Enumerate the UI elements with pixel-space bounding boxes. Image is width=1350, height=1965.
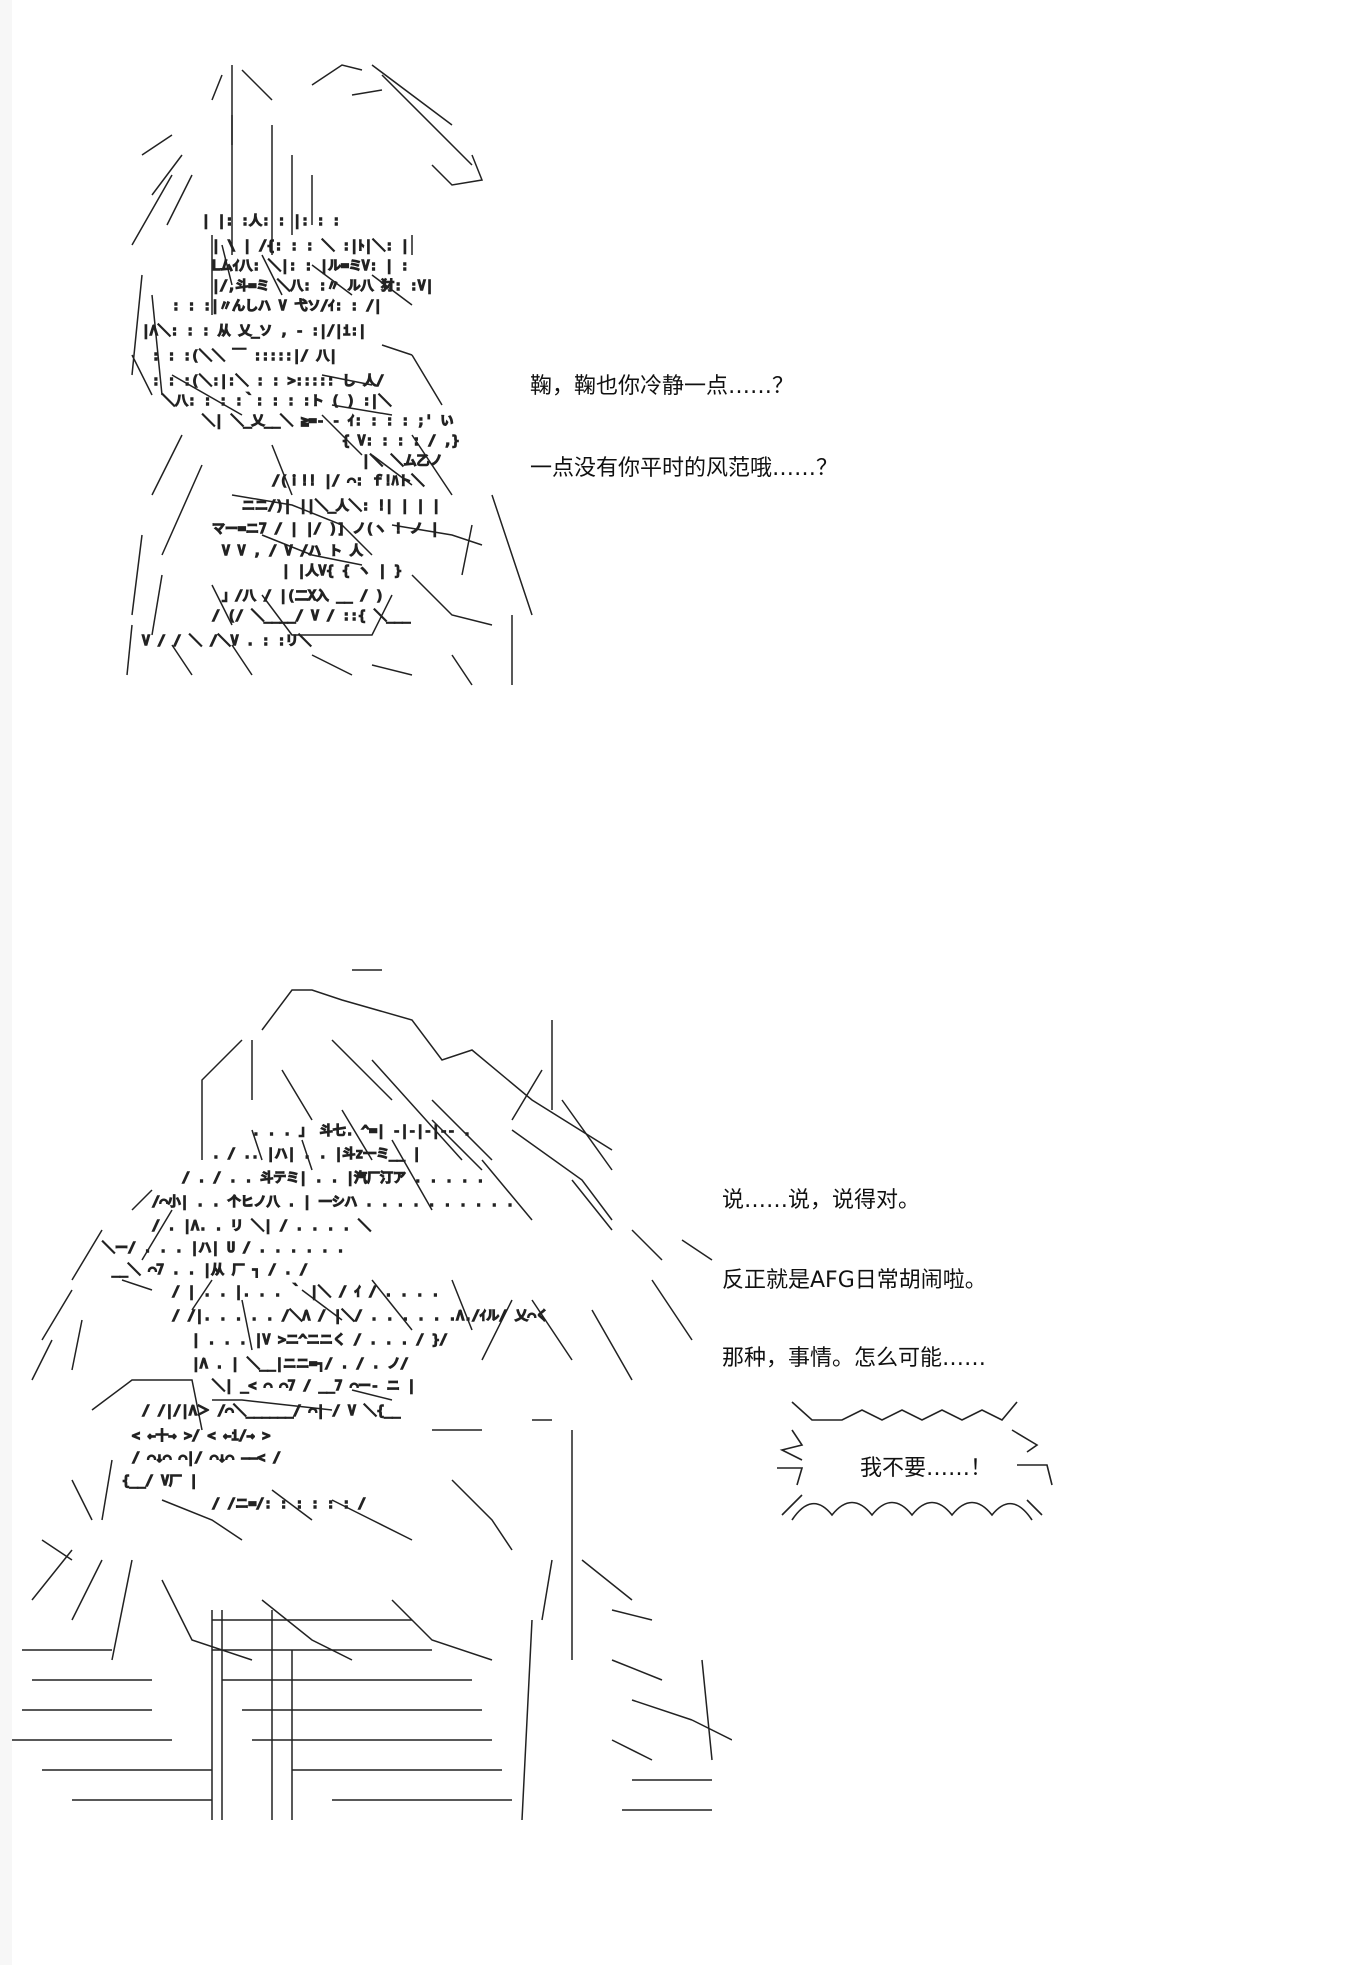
shout-bubble [777, 1401, 1053, 1521]
svg-text:|Λ＼: : : 从 乂_ソ , - :|/|i:: |Λ＼: : : 从 乂_ソ , - :|/|i:| [142, 324, 366, 339]
dialogue-line: 一点没有你平时的风范哦……？ [530, 456, 839, 481]
svg-text:| |人V{ { ヽ | }: | |人V{ { ヽ | } [282, 564, 402, 579]
svg-text:__＼ ⌒7 . . |从 厂 ┐ / . /: __＼ ⌒7 . . |从 厂 ┐ / . / [112, 1263, 308, 1278]
svg-text:/ /|/|Λ＞ /⌒＼______/ ⌒| /: / /|/|Λ＞ /⌒＼______/ ⌒| / V ＼{__ [142, 1404, 400, 1419]
svg-text:＼| ＼_乂__＼ ≧=- - ｲ: : : :: ＼| ＼_乂__＼ ≧=- - ｲ: : : : ;' い [202, 414, 454, 429]
svg-text:Lムｲ八: ＼|: : |ル=ミV: | :: Lムｲ八: ＼|: : |ル=ミV: | : [212, 259, 409, 274]
svg-text:{ V: : : : / ,}: { V: : : : / ,} [342, 434, 459, 449]
svg-text:|/,斗=ミ ＼八: :〃 ル八 犲: :V|: |/,斗=ミ ＼八: :〃 ル八 犲: :V| [212, 279, 433, 294]
svg-text:| \ | /{: : : ＼ :|ﾄ|＼: |: | \ | /{: : : ＼ :|ﾄ|＼: | [212, 239, 409, 254]
svg-text:V / / ＼ /＼V . : :リ＼: V / / ＼ /＼V . : :リ＼ [142, 634, 311, 649]
svg-text:: : :(＼＼ ￣ :::::|/: : : :(＼＼ ￣ :::::|/ 八| [152, 349, 337, 364]
dialogue-line: 鞠，鞠也你冷静一点……？ [530, 374, 795, 399]
svg-text:」/八 / |(二X入 __ / ): 」/八 / |(二X入 __ / ) [222, 589, 384, 604]
shout-text: 我不要……！ [860, 1456, 993, 1481]
ascii-art-girl-top: | |: :人: : |: : : | \ | /{: : : ＼ :|ﾄ|＼:… [126, 64, 533, 686]
svg-text:＼ー/ . . . |ハ|: ＼ー/ . . . |ハ| U / . . . . . . [102, 1241, 345, 1256]
svg-text:. . . 」 斗七. ^=| -|-|-|-- .: . . . 」 斗七. ^=| -|-|-|-- . [252, 1124, 471, 1139]
svg-text:/ . / . . 斗テミ| . . |汽厂汀ア . . .: / . / . . 斗テミ| . . |汽厂汀ア . . . . . [182, 1171, 484, 1186]
ascii-art-girl-bottom: . . . 」 斗七. ^=| -|-|-|-- . . / .. |ハ| . … [12, 969, 732, 1821]
svg-text:| . . . |V >ニ^ニニく / .: | . . . |V >ニ^ニニく / . . . / }/ [192, 1333, 448, 1348]
dialogue-line: 反正就是AFG日常胡闹啦。 [722, 1268, 987, 1293]
svg-text:|＼ ＼ム乙ノ: |＼ ＼ム乙ノ [362, 454, 443, 469]
svg-text:V V , / V /ハ ト: V V , / V /ハ ト 人 [222, 544, 363, 559]
svg-text:/ /ニ=/: : : : : : /: / /ニ=/: : : : : : / [212, 1497, 366, 1512]
svg-text:マー=ニ7 / | |/ )] ノ(ヽ ! ノ |: マー=ニ7 / | |/ )] ノ(ヽ ! ノ | [212, 522, 439, 537]
svg-text:/⌒小| . . 个ヒノ八 . | 一シハ . . .: /⌒小| . . 个ヒノ八 . | 一シハ . . . . . . . . . … [152, 1195, 514, 1210]
svg-text:＼| _< ⌒ ⌒7 / __7 ⌒ー- ニ |: ＼| _< ⌒ ⌒7 / __7 ⌒ー- ニ | [212, 1379, 415, 1394]
dialogue-line: 说……说，说得对。 [722, 1188, 921, 1213]
svg-text:/ ⌒↓⌒ ⌒|/ ⌒↓⌒ ——< /: / ⌒↓⌒ ⌒|/ ⌒↓⌒ ——< / [132, 1451, 281, 1466]
svg-text:: : :(＼:|:＼ : : >::::: し: : : :(＼:|:＼ : : >::::: し 人/ [152, 374, 384, 389]
svg-text:/(ｉ!! |/ ⌒: ｆ!ﾊト＼: /(ｉ!! |/ ⌒: ｆ!ﾊト＼ [272, 474, 424, 489]
dialogue-line: 那种，事情。怎么可能…… [722, 1346, 987, 1371]
svg-text:< ←十→ >/ < ←i/→ >: < ←十→ >/ < ←i/→ > [132, 1429, 270, 1444]
svg-text:/ | . . |. . . ｀ |＼ /: / | . . |. . . ｀ |＼ / ｲ / . . . . [172, 1283, 439, 1300]
svg-text:/ . |Λ. . リ ＼|: / . |Λ. . リ ＼| / . . . . ＼ [152, 1219, 371, 1234]
svg-text:: : :|〃んしハ V 弋ソ/ｲ: : /|: : : :|〃んしハ V 弋ソ/ｲ: : /| [172, 299, 382, 314]
svg-text:/ (/ ＼____/ V / ::{ ＼___: / (/ ＼____/ V / ::{ ＼___ [212, 609, 410, 624]
svg-text:|Λ . | ＼__|ニニ=┐/ . / . ノ/: |Λ . | ＼__|ニニ=┐/ . / . ノ/ [192, 1357, 408, 1372]
svg-text:{__/ V厂 |: {__/ V厂 | [122, 1474, 198, 1489]
svg-text:| |: :人: : |: : :: | |: :人: : |: : : [202, 214, 340, 229]
svg-text:. / .. |ハ| . . |斗z一ミ__ |: . / .. |ハ| . . |斗z一ミ__ | [212, 1147, 421, 1162]
page: | |: :人: : |: : : | \ | /{: : : ＼ :|ﾄ|＼:… [12, 0, 1350, 1965]
svg-text:ニニ/)| ||＼_人＼: !| | | |: ニニ/)| ||＼_人＼: !| | | | [242, 499, 440, 514]
svg-text:＼八: : : :｀: : : :ト (: ＼八: : : :｀: : : :ト ( ) :|＼ [162, 392, 391, 409]
svg-text:/ /|. . . . . /＼Λ / |＼: / /|. . . . . /＼Λ / |＼/ . . . . . .Λ./ｲル… [172, 1309, 549, 1324]
